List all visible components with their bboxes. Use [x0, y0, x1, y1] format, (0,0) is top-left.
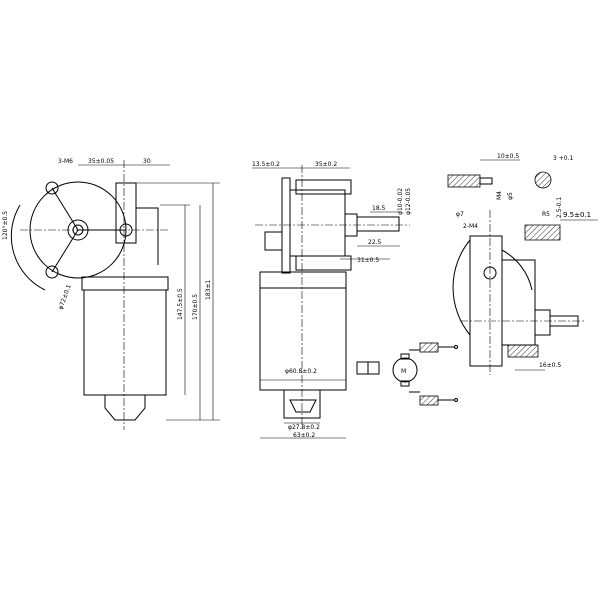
label-m4: M4: [496, 191, 503, 200]
label-h3: 183±1: [205, 280, 212, 300]
label-pitch: 35±0.05: [88, 158, 114, 165]
label-shaft-len: 18.5: [372, 205, 386, 212]
label-phi7: φ7: [456, 211, 464, 218]
coil: [419, 342, 439, 353]
label-hole: φ5: [507, 192, 514, 200]
label-angle: 120°±0.5: [2, 211, 9, 240]
label-flange: 13.5±0.2: [252, 161, 280, 168]
label-shaft-dia2: φ12-0.05: [405, 188, 412, 215]
output-shaft: [356, 216, 400, 232]
side-view: 13.5±0.2 35±0.2 18.5 φ10-0.02 φ12-0.05 2…: [252, 161, 412, 439]
label-thread: 3-M6: [58, 158, 73, 165]
label-d1: 22.5: [368, 239, 382, 246]
label-radius: R5: [542, 211, 550, 218]
label-shaft-len-detail: 16±0.5: [539, 362, 561, 369]
label-h2: 170±0.5: [192, 294, 199, 320]
motor-label: M: [401, 368, 406, 375]
label-bolt-circle: φ72±0.1: [57, 284, 73, 311]
motor-body: [83, 289, 167, 396]
front-view: 3-M6 35±0.05 30 120°±0.5 φ72±0.1 147.5±0…: [2, 158, 220, 430]
label-offset: 30: [143, 158, 151, 165]
label-key-w: 3 +0.1: [553, 155, 573, 162]
label-h1: 147.5±0.5: [177, 288, 184, 320]
mount-hole: [45, 265, 59, 279]
label-depth: 10±0.5: [497, 153, 519, 160]
motor-body: [259, 287, 347, 391]
label-width: 63±0.2: [293, 432, 315, 439]
mount-hole: [45, 181, 59, 195]
label-flat: 9.5±0.1: [563, 211, 591, 219]
coil: [419, 395, 439, 406]
label-body-dia: φ60.8±0.2: [285, 368, 317, 375]
label-key-d: 2.5-0.1: [556, 197, 563, 218]
label-end-dia: φ27.8±0.2: [288, 424, 320, 431]
gearbox-section: [469, 235, 503, 367]
motor-symbol: [392, 357, 418, 383]
label-gear-depth: 35±0.2: [315, 161, 337, 168]
label-bolts: 2-M4: [463, 223, 478, 230]
label-shaft-dia: φ10-0.02: [397, 188, 404, 215]
wiring-schematic: M: [356, 342, 458, 406]
detail-views: 10±0.5 M4 φ5 3 +0.1 2.5-0.1 R5 9.5±0.1 φ…: [447, 153, 598, 375]
label-d2: 31±0.5: [357, 257, 379, 264]
